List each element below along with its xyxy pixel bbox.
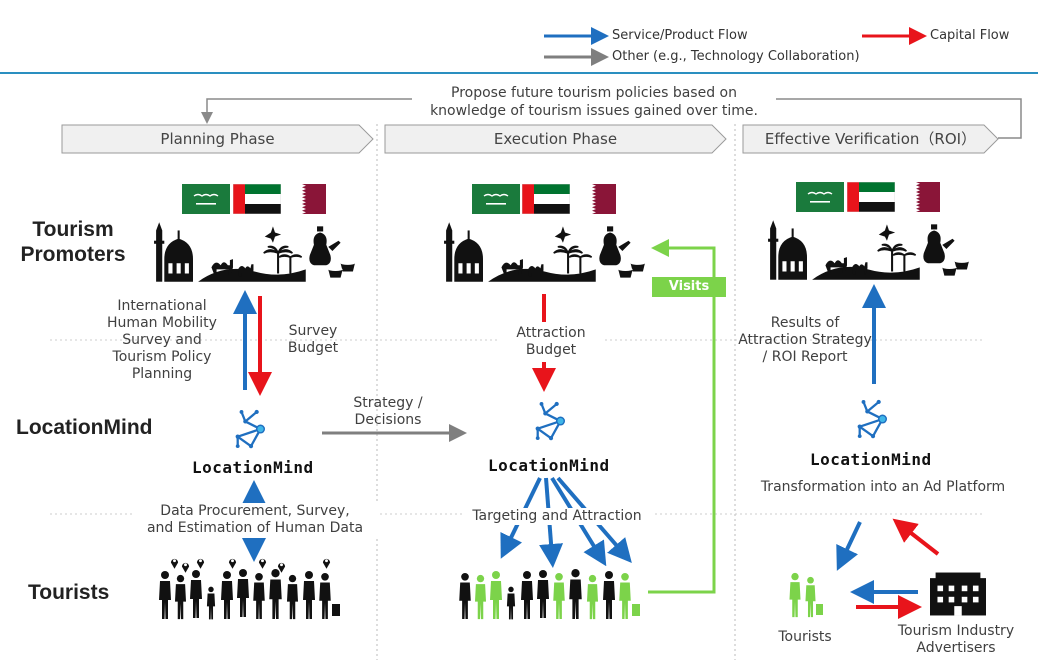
strategy-decisions-label: Strategy / Decisions — [353, 395, 423, 428]
landmarks-icon — [443, 222, 646, 283]
landmarks-icon — [767, 220, 970, 281]
targeting-attraction-label: Targeting and Attraction — [462, 508, 652, 525]
tourists-crowd-planning — [159, 569, 340, 620]
feedback-line-right — [776, 98, 1022, 139]
building-icon — [930, 572, 986, 616]
tourists-crowd-execution — [459, 569, 640, 620]
uae-flag-icon — [233, 184, 281, 214]
feedback-note: Propose future tourism policies based on… — [412, 84, 776, 120]
landmarks-icon — [153, 222, 356, 283]
advertisers-to-lm-arrow — [892, 518, 940, 556]
visits-badge: Visits — [652, 277, 726, 297]
survey-budget-label: Survey Budget — [287, 323, 339, 356]
qatar-flag-icon — [584, 184, 616, 214]
saudi-flag-icon — [182, 184, 230, 214]
results-roi-label: Results of Attraction Strategy / ROI Rep… — [738, 315, 872, 365]
locationmind-network-icon — [234, 408, 266, 450]
legend-service-label: Service/Product Flow — [612, 28, 748, 43]
data-procurement-label: Data Procurement, Survey, and Estimation… — [132, 503, 378, 537]
uae-flag-icon — [847, 182, 895, 212]
advertisers-label: Tourism Industry Advertisers — [897, 623, 1015, 656]
feedback-line-left — [201, 98, 412, 124]
phase-verification: Effective Verification（ROI） — [742, 124, 999, 154]
visits-path — [648, 239, 716, 594]
tourists-verification-icon — [789, 572, 823, 618]
phase-execution: Execution Phase — [384, 124, 727, 154]
role-tourism-promoters: Tourism Promoters — [20, 218, 126, 266]
legend-capital-label: Capital Flow — [930, 28, 1010, 43]
locationmind-logo-text: LocationMind — [810, 450, 932, 469]
phase-planning: Planning Phase — [61, 124, 374, 154]
uae-flag-icon — [522, 184, 570, 214]
verification-tourists-label: Tourists — [778, 629, 832, 645]
legend-other-label: Other (e.g., Technology Collaboration) — [612, 49, 860, 64]
ad-platform-label: Transformation into an Ad Platform — [760, 479, 1006, 495]
role-locationmind: LocationMind — [16, 416, 153, 439]
attraction-budget-label: Attraction Budget — [500, 325, 602, 359]
locationmind-logo-text: LocationMind — [192, 458, 314, 477]
locationmind-network-icon — [534, 400, 566, 442]
planning-survey-label: International Human Mobility Survey and … — [107, 298, 217, 382]
locationmind-logo-text: LocationMind — [488, 456, 610, 475]
locationmind-network-icon — [856, 398, 888, 440]
qatar-flag-icon — [908, 182, 940, 212]
ad-to-tourists-arrow — [836, 521, 862, 571]
role-tourists: Tourists — [28, 581, 110, 604]
phase-planning-label: Planning Phase — [160, 130, 275, 148]
qatar-flag-icon — [294, 184, 326, 214]
saudi-flag-icon — [796, 182, 844, 212]
saudi-flag-icon — [472, 184, 520, 214]
phase-verification-label: Effective Verification（ROI） — [764, 130, 977, 148]
phase-execution-label: Execution Phase — [493, 130, 618, 148]
